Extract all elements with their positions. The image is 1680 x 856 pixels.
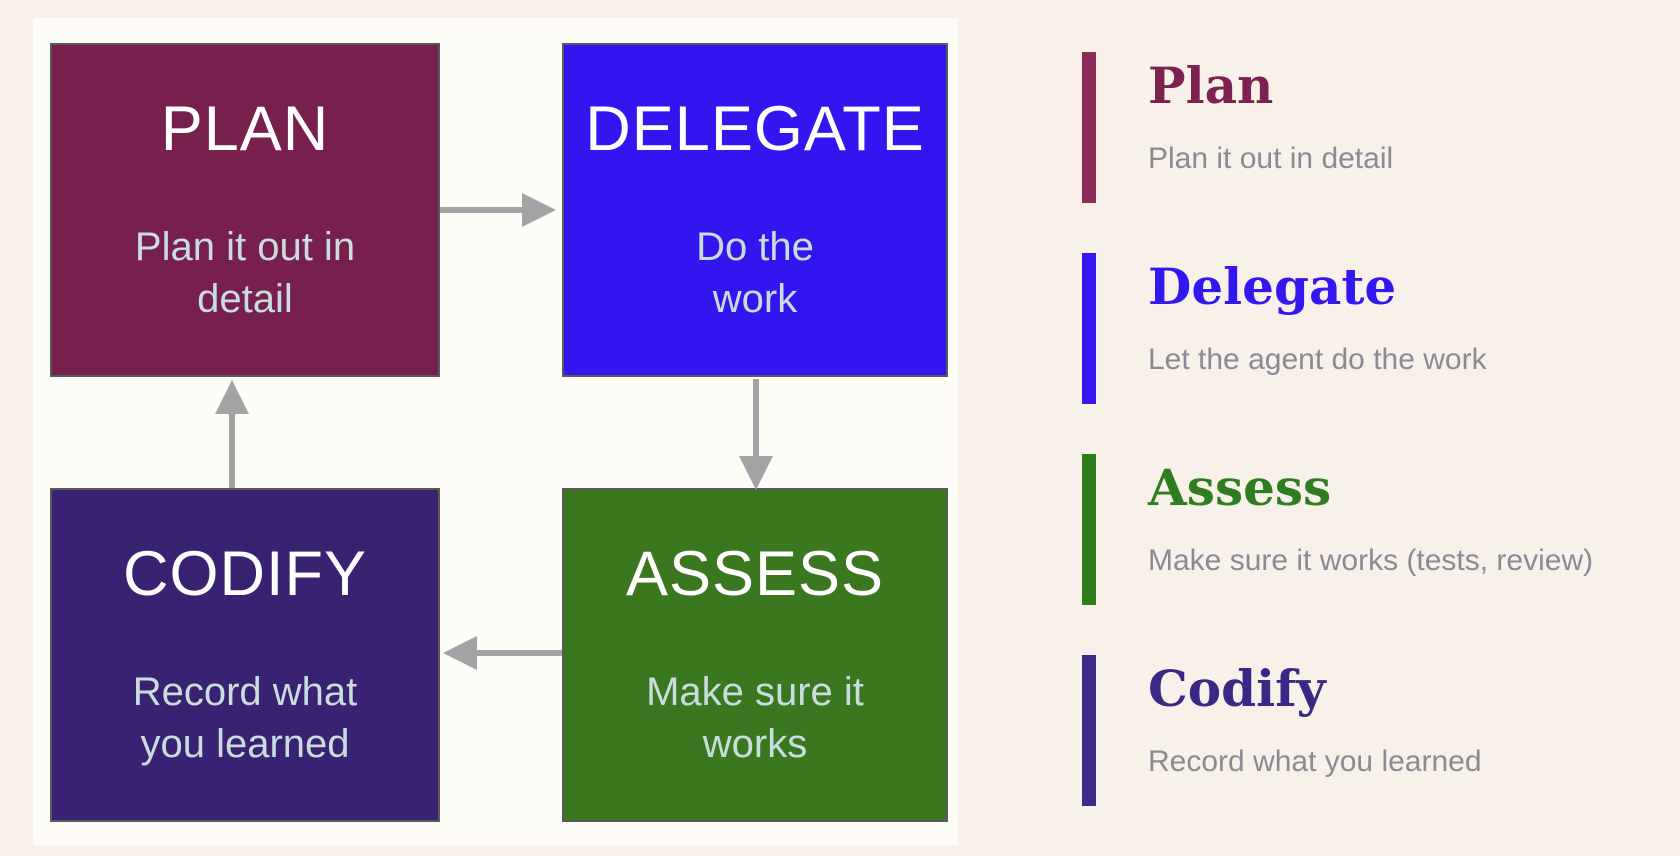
arrow-down-icon [739,456,773,490]
legend-text-plan: Plan Plan it out in detail [1148,52,1393,203]
legend-title-codify: Codify [1148,659,1326,718]
legend-text-assess: Assess Make sure it works (tests, review… [1148,454,1593,605]
assess-box-subtitle-line2: works [702,722,808,766]
plan-box-subtitle-line2: detail [197,277,293,321]
legend-bar-plan [1082,52,1096,203]
plan-box-subtitle-line1: Plan it out in [134,225,356,269]
codify-box-subtitle-line2: you learned [140,722,350,766]
legend-text-codify: Codify Record what you learned [1148,655,1482,806]
legend-title-plan: Plan [1148,56,1274,115]
legend-description-delegate: Let the agent do the work [1148,343,1487,376]
legend-description-codify: Record what you learned [1148,745,1482,778]
legend-title-delegate: Delegate [1148,257,1397,316]
codify-box-subtitle-line1: Record what [132,670,358,714]
plan-box: PLAN Plan it out in detail [50,43,440,377]
arrow-plan-to-delegate-shaft [440,207,522,213]
codify-box-subtitle: Record what you learned [133,666,358,770]
legend-item-delegate: Delegate Let the agent do the work [1082,253,1593,404]
delegate-box-subtitle-line2: work [712,277,798,321]
arrow-left-icon [443,636,477,670]
legend-description-assess: Make sure it works (tests, review) [1148,544,1594,577]
legend-title-assess: Assess [1148,458,1332,517]
plan-box-subtitle: Plan it out in detail [135,221,355,325]
assess-box-title: ASSESS [625,539,885,609]
plan-box-title: PLAN [160,94,330,164]
legend-bar-codify [1082,655,1096,806]
diagram-panel: PLAN Plan it out in detail DELEGATE Do t… [33,18,958,845]
delegate-box-title: DELEGATE [585,94,925,164]
legend-bar-delegate [1082,253,1096,404]
legend-item-codify: Codify Record what you learned [1082,655,1593,806]
arrow-up-icon [215,380,249,414]
legend-bar-assess [1082,454,1096,605]
arrow-delegate-to-assess-shaft [753,379,759,456]
assess-box-subtitle: Make sure it works [646,666,864,770]
delegate-box-subtitle-line1: Do the [696,225,814,269]
arrow-assess-to-codify-shaft [477,650,562,656]
legend-description-plan: Plan it out in detail [1148,142,1394,175]
assess-box: ASSESS Make sure it works [562,488,948,822]
legend-item-assess: Assess Make sure it works (tests, review… [1082,454,1593,605]
legend-item-plan: Plan Plan it out in detail [1082,52,1593,203]
codify-box-title: CODIFY [122,539,367,609]
assess-box-subtitle-line1: Make sure it [646,670,864,714]
arrow-right-icon [522,193,556,227]
codify-box: CODIFY Record what you learned [50,488,440,822]
legend-text-delegate: Delegate Let the agent do the work [1148,253,1487,404]
delegate-box: DELEGATE Do the work [562,43,948,377]
arrow-codify-to-plan-shaft [229,414,235,488]
legend: Plan Plan it out in detail Delegate Let … [1082,52,1593,856]
delegate-box-subtitle: Do the work [696,221,814,325]
